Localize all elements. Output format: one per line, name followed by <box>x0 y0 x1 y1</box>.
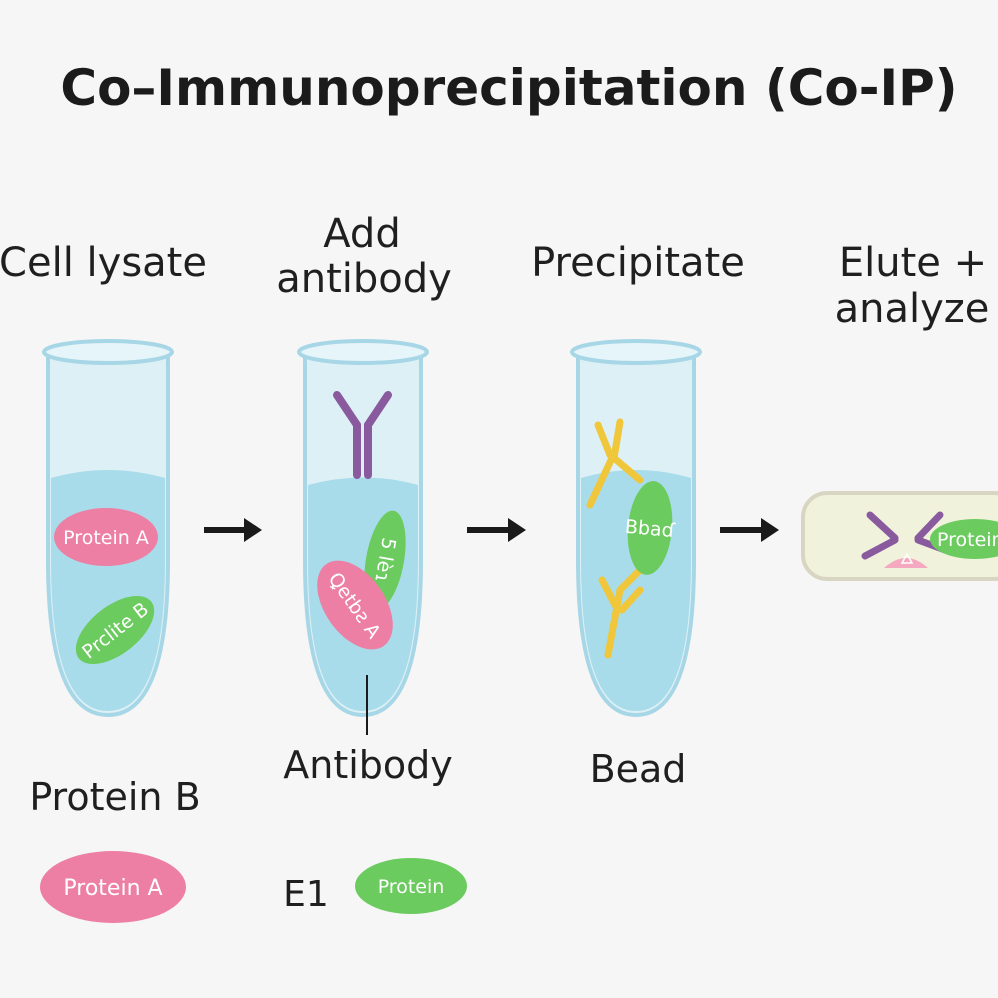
arrow-1 <box>204 518 262 542</box>
step-label-cell-lysate: Cell lysate <box>0 240 207 286</box>
step-label-add: Add <box>323 211 400 257</box>
step-label-precipitate: Precipitate <box>531 240 745 286</box>
page-title: Co–Immunoprecipitation (Co-IP) <box>60 59 957 117</box>
result-green-protein-blob <box>930 519 998 559</box>
legend-protein-a-blob <box>40 851 186 923</box>
arrow-3 <box>720 518 779 542</box>
step-label-antibody: antibody <box>276 256 452 302</box>
bead-protein-group: Bbaɗ <box>624 481 677 575</box>
tube-precipitate: Bbaɗ <box>570 339 702 718</box>
step-label-elute: Elute + <box>839 240 987 286</box>
result-triangle-icon <box>900 552 914 564</box>
arrow-head-icon <box>244 518 262 542</box>
legend-protein-a-label: Protein A <box>63 876 162 901</box>
bead-protein-blob <box>627 481 673 575</box>
result-green-protein-label: Protein <box>937 529 998 551</box>
yellow-antibody-top-icon <box>586 418 644 509</box>
protein-b-caption: Protein B <box>29 775 200 819</box>
bead-label: Bead <box>590 747 687 791</box>
bead-protein-label: Bbaɗ <box>624 516 676 542</box>
antibody-label: Antibody <box>283 743 453 787</box>
antibody-icon <box>333 391 392 479</box>
protein-a-label: Protein A <box>63 527 149 549</box>
yellow-antibody-bottom-icon <box>598 566 644 659</box>
step-label-analyze: analyze <box>835 286 990 332</box>
tube-liquid <box>51 470 165 711</box>
tube-rim <box>42 339 174 365</box>
arrow-head-icon <box>761 518 779 542</box>
arrow-2 <box>467 518 526 542</box>
tube-rim <box>570 339 702 365</box>
arrow-head-icon <box>508 518 526 542</box>
result-box <box>801 491 998 581</box>
tube-cell-lysate: Protein A Prclite B <box>42 339 174 718</box>
protein-b-blob <box>75 595 155 665</box>
tube-rim <box>297 339 429 365</box>
protein-a-blob <box>54 508 158 566</box>
legend-protein-label: Protein <box>378 876 445 898</box>
elute-result-container: Protein <box>801 491 998 581</box>
legend-protein-blob <box>355 858 467 914</box>
pink-protein-blob <box>317 560 393 650</box>
tube-add-antibody: 5 lѐɿ Ꝗetbꙅ A <box>297 339 429 735</box>
legend-e1-label: E1 <box>283 874 329 915</box>
